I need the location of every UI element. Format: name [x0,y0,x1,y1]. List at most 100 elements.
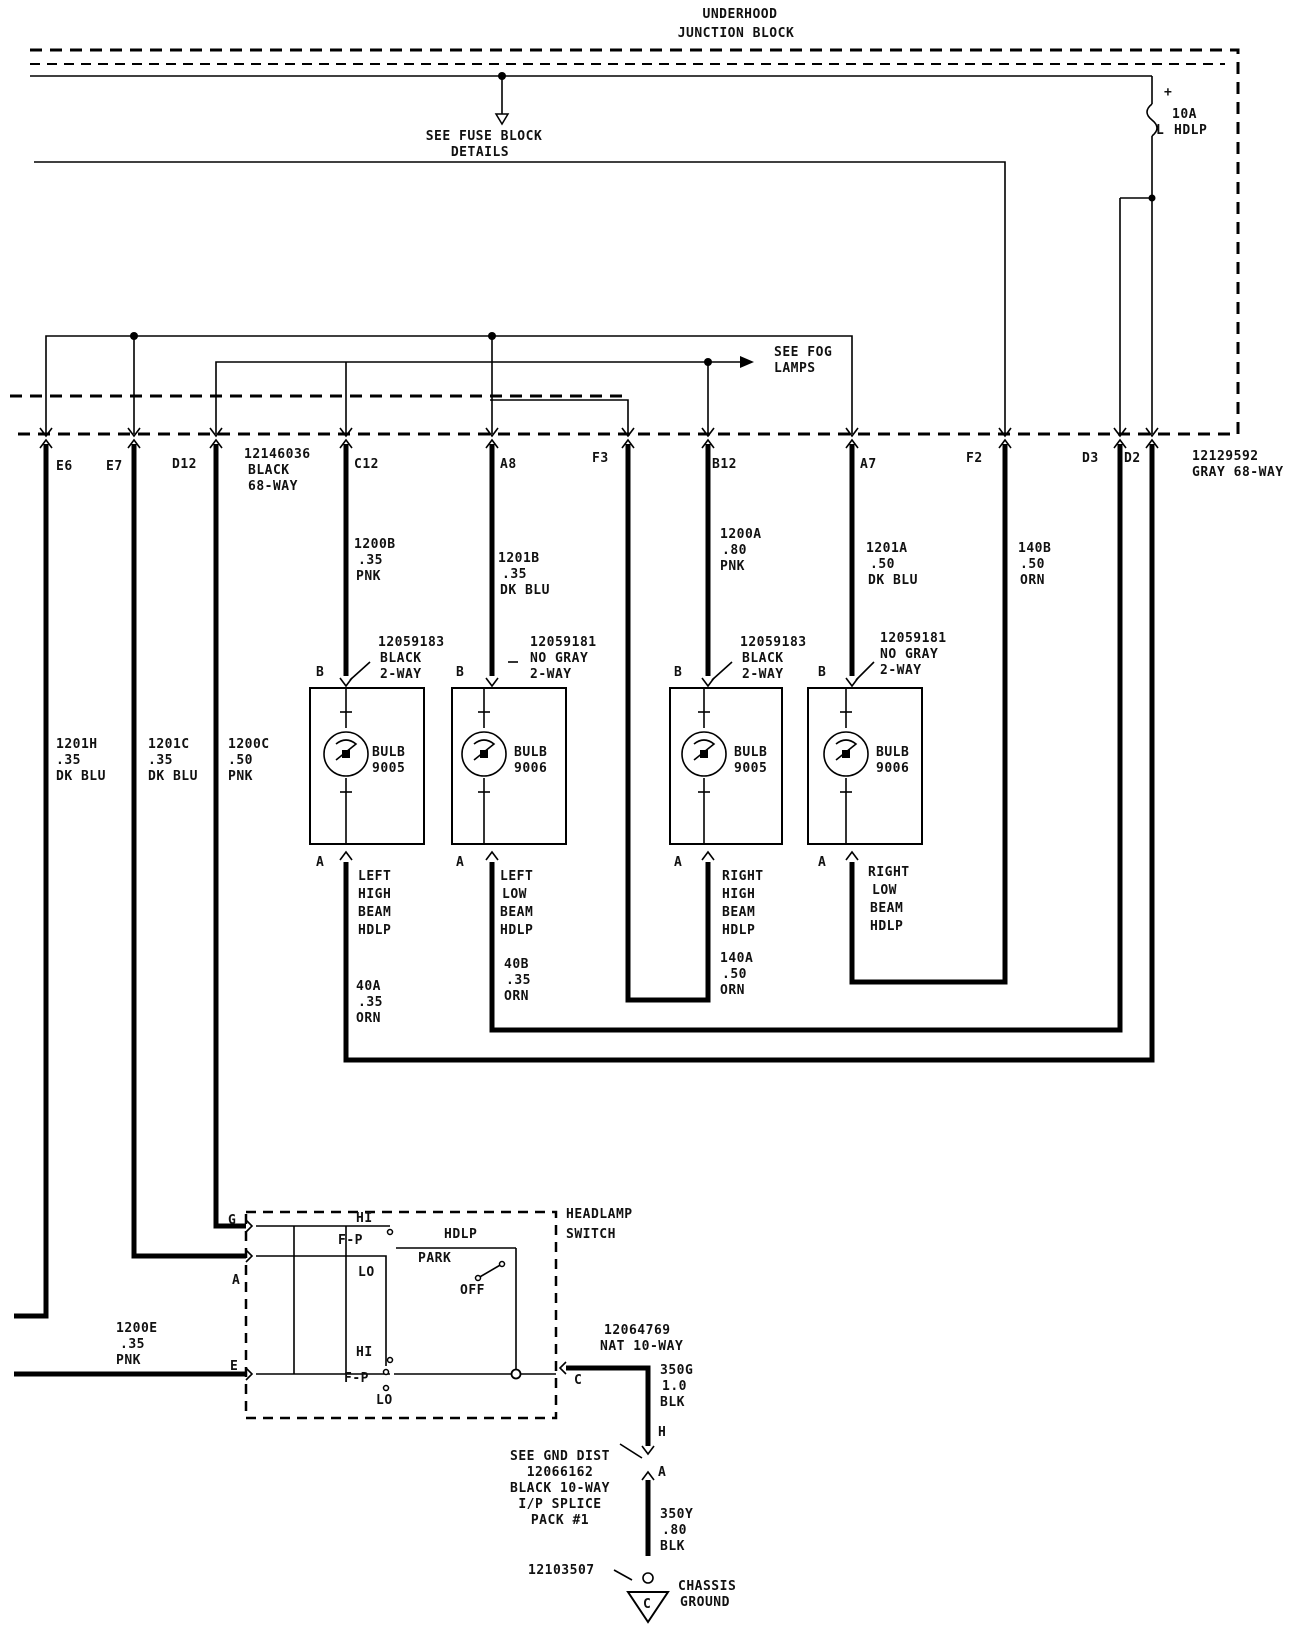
ground-pin-h: H [658,1425,666,1440]
lamp-connector-part: 12059181 [880,631,947,646]
bulb-number: 9006 [876,761,909,776]
bulb-number: 9006 [514,761,547,776]
wire-40a-id: 40A [356,979,381,994]
wire-350g-id: 350G [660,1363,693,1378]
wire-1200e-color: PNK [116,1353,141,1368]
wire-1201h-gauge: .35 [56,753,81,768]
wire-1201b-id: 1201B [498,551,540,566]
wire-40b [489,444,1123,1033]
lamp-connector-way: 2-WAY [530,667,572,682]
ground-label-2: GROUND [680,1595,730,1610]
ground-circuit: 12064769 NAT 10-WAY H A SEE GND DIST 120… [510,1323,736,1624]
wire-1200a-gauge: .80 [722,543,747,558]
wire-140a-id: 140A [720,951,753,966]
ground-pin-a: A [658,1465,666,1480]
lamp-pin-b: B [674,665,682,680]
bulb-icon [461,731,507,777]
wire-1201b-color: DK BLU [500,583,550,598]
wire-1200c-color: PNK [228,769,253,784]
switch-hi-bottom: HI [356,1345,373,1360]
wire-40a-color: ORN [356,1011,381,1026]
wire-1201a-gauge: .50 [870,557,895,572]
harness-wires [14,444,1155,1556]
bulb-icon [323,731,369,777]
wire-350y-id: 350Y [660,1507,693,1522]
wire-1201c-id: 1201C [148,737,190,752]
pin-e7: E7 [106,459,123,474]
bus-to-f2 [34,161,1006,434]
fuse-block-reference: SEE FUSE BLOCK DETAILS [426,72,543,160]
ground-ref-4: I/P SPLICE [518,1497,601,1512]
wire-1201c [131,444,246,1259]
lamp-name-4: HDLP [358,923,391,938]
wire-40b-color: ORN [504,989,529,1004]
switch-pin-e: E [230,1359,238,1374]
lamp-pin-a: A [818,855,826,870]
fog-lamps-ref-1: SEE FOG [774,345,832,360]
bulb-label: BULB [734,745,767,760]
switch-pin-c: C [574,1373,582,1388]
ground-ref-1: SEE GND DIST [510,1449,610,1464]
ground-terminal-part: 12103507 [528,1563,595,1578]
ground-ref-2: 12066162 [527,1465,594,1480]
fuse-block-ref-1: SEE FUSE BLOCK [426,129,543,144]
junction-pin-arrows [39,427,1159,449]
wire-1201c-gauge: .35 [148,753,173,768]
wire-1200c-id: 1200C [228,737,270,752]
switch-fp-top: F-P [338,1233,363,1248]
wire-1200a-color: PNK [720,559,745,574]
pin-d12: D12 [172,457,197,472]
pin-f3: F3 [592,451,609,466]
switch-hdlp: HDLP [444,1227,477,1242]
bulb-icon [823,731,869,777]
wire-1201b-gauge: .35 [502,567,527,582]
lamp-housing [669,687,783,845]
pin-b12: B12 [712,457,737,472]
lamp-right-low-beam: 12059181 NO GRAY 2-WAY B BULB 9006 A RIG… [807,631,947,934]
lamp-pin-a: A [316,855,324,870]
switch-lo-bottom: LO [376,1393,393,1408]
wire-350y-gauge: .80 [662,1523,687,1538]
ground-ref-3: BLACK 10-WAY [510,1481,610,1496]
fuse-name: HDLP [1174,123,1207,138]
wire-1201h-color: DK BLU [56,769,106,784]
junction-block-title-1: UNDERHOOD [703,7,778,22]
right-connector-desc: GRAY 68-WAY [1192,465,1284,480]
wire-1200e-gauge: .35 [120,1337,145,1352]
lamp-name-3: BEAM [722,905,755,920]
wire-350g [566,1365,651,1446]
lamp-pin-a: A [456,855,464,870]
headlamp-switch: HEADLAMP SWITCH G A E C HI F-P LO HDLP P… [228,1207,632,1420]
lamp-name-4: HDLP [870,919,903,934]
lamp-name-4: HDLP [722,923,755,938]
lamp-name-3: BEAM [500,905,533,920]
lamp-left-high-beam: 12059183 BLACK 2-WAY B BULB 9005 A LEFT … [309,635,444,938]
pin-e6: E6 [56,459,73,474]
junction-internal-buses: SEE FOG LAMPS [45,332,853,434]
pin-d2: D2 [1124,451,1141,466]
fuse-rating: 10A [1172,107,1197,122]
switch-fp-bottom: F-P [344,1371,369,1386]
left-connector-part: 12146036 [244,447,311,462]
ground-ref-5: PACK #1 [531,1513,589,1528]
junction-connector-ids: 12146036 BLACK 68-WAY 12129592 GRAY 68-W… [244,447,1284,494]
wire-140a-color: ORN [720,983,745,998]
lamp-connector-part: 12059181 [530,635,597,650]
switch-lo-top: LO [358,1265,375,1280]
fog-lamps-ref-2: LAMPS [774,361,816,376]
bulb-label: BULB [876,745,909,760]
pin-a7: A7 [860,457,877,472]
lamp-name-2: HIGH [358,887,391,902]
wire-40b-id: 40B [504,957,529,972]
wire-1200b-gauge: .35 [358,553,383,568]
wire-140b [849,444,1008,985]
switch-enclosure [244,1210,558,1420]
lamp-pin-a: A [674,855,682,870]
bulb-number: 9005 [734,761,767,776]
wire-140a-gauge: .50 [722,967,747,982]
pin-d3: D3 [1082,451,1099,466]
lamp-connector-color: BLACK [380,651,422,666]
wire-1201a-id: 1201A [866,541,908,556]
wire-1201h [14,444,49,1319]
wire-1200b-color: PNK [356,569,381,584]
